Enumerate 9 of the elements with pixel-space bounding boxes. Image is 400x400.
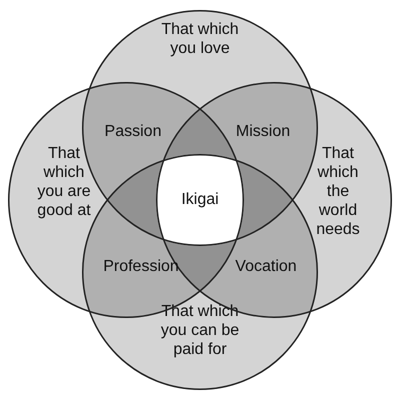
circle-label: That which you love: [160, 20, 240, 58]
circle-label: That which the world needs: [315, 144, 361, 239]
circle-label: That which you can be paid for: [160, 302, 240, 359]
overlap-label: Mission: [236, 123, 290, 141]
overlap-label: Vocation: [235, 258, 297, 276]
overlap-label: Passion: [104, 123, 162, 141]
overlap-label: Profession: [103, 258, 179, 276]
center-label: Ikigai: [181, 191, 219, 209]
circle-label: That which you are good at: [36, 144, 92, 220]
